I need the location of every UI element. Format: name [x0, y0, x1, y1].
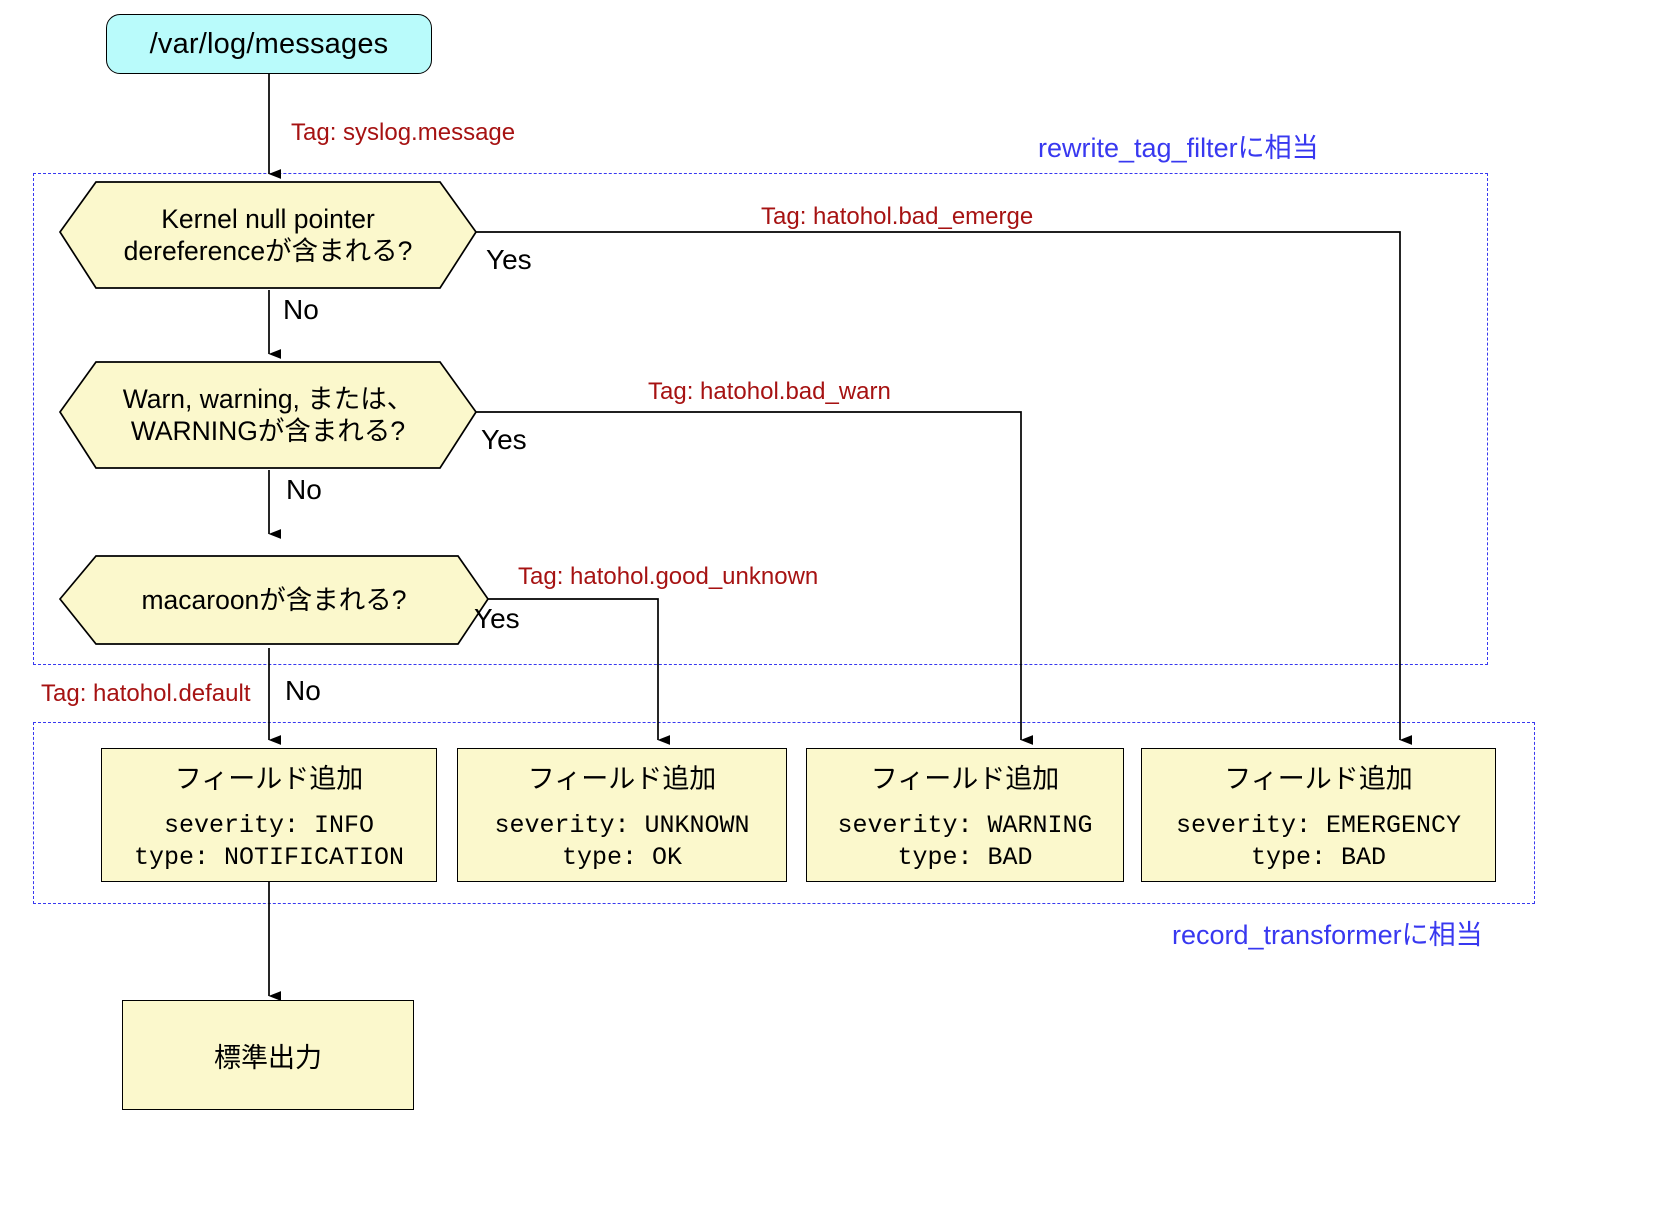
- edge-tag-syslog-message: Tag: syslog.message: [291, 119, 516, 146]
- branch-label-no-1: No: [283, 294, 319, 325]
- decision-2-label: Warn, warning, または、 WARNINGが含まれる?: [60, 362, 476, 468]
- branch-label-no-3: No: [285, 675, 321, 706]
- decision-shape-3: [58, 555, 490, 645]
- transformer-emergency-type: type: BAD: [1250, 842, 1387, 872]
- edge-tag-good-unknown: Tag: hatohol.good_unknown: [518, 563, 819, 590]
- transformer-node-emergency[interactable]: フィールド追加 severity: EMERGENCY type: BAD: [1141, 748, 1496, 882]
- transformer-node-unknown[interactable]: フィールド追加 severity: UNKNOWN type: OK: [457, 748, 787, 882]
- output-node-stdout[interactable]: 標準出力: [122, 1000, 414, 1110]
- source-node-label: /var/log/messages: [149, 27, 389, 60]
- transformer-emergency-title: フィールド追加: [1224, 763, 1413, 794]
- edge-tag-default: Tag: hatohol.default: [41, 680, 251, 707]
- transformer-default-title: フィールド追加: [174, 763, 364, 794]
- transformer-warning-type: type: BAD: [897, 842, 1033, 872]
- decision-node-kernel-null-pointer[interactable]: Kernel null pointer dereferenceが含まれる?: [60, 182, 476, 288]
- branch-label-no-2: No: [286, 474, 322, 505]
- transformer-unknown-severity: severity: UNKNOWN: [494, 810, 750, 840]
- decision-3-label: macaroonが含まれる?: [60, 556, 488, 644]
- branch-label-yes-3: Yes: [474, 603, 520, 634]
- group-label-record-transformer: record_transformerに相当: [1172, 920, 1483, 950]
- edge-tag-bad-emerge: Tag: hatohol.bad_emerge: [761, 203, 1034, 230]
- edge-tag-bad-warn: Tag: hatohol.bad_warn: [648, 378, 891, 405]
- transformer-node-default[interactable]: フィールド追加 severity: INFO type: NOTIFICATIO…: [101, 748, 437, 882]
- transformer-default-severity: severity: INFO: [163, 810, 375, 840]
- group-rewrite-tag-filter: [33, 173, 1488, 665]
- transformer-unknown-title: フィールド追加: [527, 763, 717, 794]
- transformer-node-warning[interactable]: フィールド追加 severity: WARNING type: BAD: [806, 748, 1124, 882]
- transformer-unknown-type: type: OK: [561, 842, 683, 872]
- decision-shape-2: [58, 361, 478, 469]
- group-record-transformer: [33, 722, 1535, 904]
- decision-shape-1: [58, 181, 478, 289]
- branch-label-yes-1: Yes: [486, 244, 532, 275]
- transformer-emergency-severity: severity: EMERGENCY: [1175, 810, 1462, 840]
- output-node-label: 標準出力: [214, 1042, 322, 1073]
- decision-node-macaroon[interactable]: macaroonが含まれる?: [60, 556, 488, 644]
- branch-label-yes-2: Yes: [481, 424, 527, 455]
- transformer-default-type: type: NOTIFICATION: [133, 842, 405, 872]
- decision-node-warning[interactable]: Warn, warning, または、 WARNINGが含まれる?: [60, 362, 476, 468]
- source-node-log-file[interactable]: /var/log/messages: [106, 14, 432, 74]
- decision-2-line1: Warn, warning, または、: [122, 383, 414, 414]
- decision-3-line1: macaroonが含まれる?: [141, 584, 407, 615]
- decision-2-line2: WARNINGが含まれる?: [130, 416, 406, 446]
- transformer-warning-title: フィールド追加: [870, 763, 1060, 794]
- transformer-warning-severity: severity: WARNING: [837, 810, 1093, 840]
- group-label-rewrite-tag-filter: rewrite_tag_filterに相当: [1038, 133, 1319, 163]
- decision-1-line1: Kernel null pointer: [161, 203, 375, 234]
- decision-1-label: Kernel null pointer dereferenceが含まれる?: [60, 182, 476, 288]
- decision-1-line2: dereferenceが含まれる?: [123, 236, 413, 266]
